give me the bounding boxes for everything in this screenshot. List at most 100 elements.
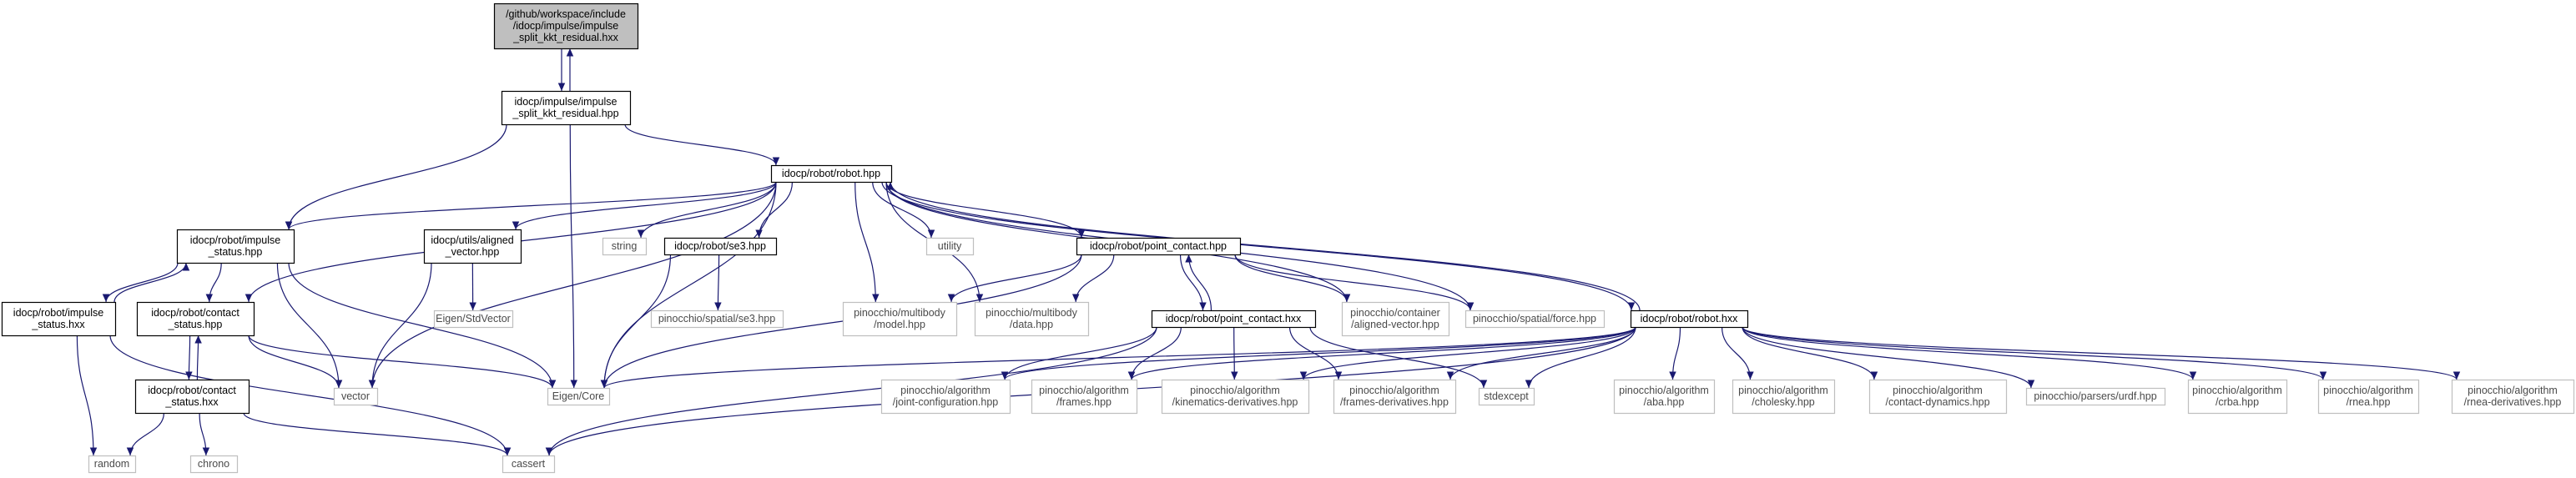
edge-point-contact-hpp-to-point-contact-hxx (1179, 254, 1207, 311)
node-box (2187, 379, 2288, 415)
node-label-line: pinocchio/algorithm (1039, 385, 1129, 396)
file-node-contact-status-hpp[interactable]: idocp/robot/contact_status.hpp (136, 301, 255, 337)
file-node-stdexcept: stdexcept (1478, 387, 1535, 406)
file-node-impulse-status-hpp[interactable]: idocp/robot/impulse_status.hpp (176, 229, 295, 264)
file-node-se3-hpp[interactable]: idocp/robot/se3.hpp (663, 237, 778, 256)
node-label-line: idocp/robot/contact (148, 385, 236, 396)
node-label-line: pinocchio/algorithm (1190, 385, 1280, 396)
node-label-line: pinocchio/multibody (986, 307, 1078, 319)
edge-robot-hpp-to-robot-hxx (881, 181, 1636, 311)
node-box (501, 90, 632, 126)
file-node-robot-hxx[interactable]: idocp/robot/robot.hxx (1630, 309, 1749, 329)
node-box (493, 3, 639, 50)
node-label-line: pinocchio/spatial/se3.hpp (658, 313, 775, 325)
node-box (770, 164, 893, 184)
node-box (1732, 379, 1836, 415)
node-label-line: vector (341, 390, 370, 402)
node-label-line: /kinematics-derivatives.hpp (1172, 396, 1298, 408)
edge-robot-hxx-to-crba (1742, 326, 2197, 380)
node-box (547, 387, 611, 406)
edge-robot-hxx-to-urdf (1742, 326, 2035, 389)
edge-contact-status-hxx-to-random (126, 412, 164, 456)
node-box (1, 301, 117, 337)
node-label-line: _status.hpp (168, 319, 223, 330)
node-label-line: /idocp/impulse/impulse (513, 20, 618, 32)
node-label-line: pinocchio/multibody (854, 307, 946, 319)
node-label-line: random (94, 458, 129, 470)
edge-robot-hpp-to-utility (872, 181, 935, 239)
node-label-line: string (612, 240, 638, 252)
edge-point-contact-hxx-to-frames (1127, 326, 1182, 380)
node-box (1031, 379, 1138, 415)
edge-impulse-status-hxx-to-cassert (109, 335, 512, 456)
file-node-utility: utility (925, 237, 975, 256)
file-nodes: /github/workspace/include/idocp/impulse/… (1, 3, 2575, 474)
edge-impulse-status-hpp-to-vector (276, 262, 343, 389)
node-box (502, 455, 556, 474)
node-box (650, 309, 784, 329)
edge-robot-hpp-to-eigen-core (600, 181, 777, 389)
edge-robot-hpp-to-string (637, 181, 777, 239)
node-box (1151, 309, 1317, 329)
edge-robot-hxx-to-kin-deriv (1299, 326, 1636, 380)
node-box (433, 309, 514, 329)
node-label-line: /cholesky.hpp (1752, 396, 1815, 408)
file-node-contact-status-hxx[interactable]: idocp/robot/contact_status.hxx (134, 379, 250, 415)
edge-impulse-status-hpp-to-impulse-status-hxx (102, 262, 179, 303)
file-node-robot-hpp[interactable]: idocp/robot/robot.hpp (770, 164, 893, 184)
file-node-aligned-vector-hpp[interactable]: idocp/utils/aligned_vector.hpp (423, 229, 522, 264)
file-node-split-hpp[interactable]: idocp/impulse/impulse_split_kkt_residual… (501, 90, 632, 126)
edge-impulse-status-hpp-to-contact-status-hpp (205, 262, 222, 303)
edge-split-hpp-to-eigen-core (569, 123, 578, 389)
file-node-point-contact-hpp[interactable]: idocp/robot/point_contact.hpp (1076, 237, 1242, 256)
edge-point-contact-hpp-to-spatial-force (1234, 254, 1475, 311)
node-box (1630, 309, 1749, 329)
node-label-line: _vector.hpp (445, 246, 500, 258)
node-label-line: /github/workspace/include (506, 8, 626, 20)
node-label-line: pinocchio/algorithm (1738, 385, 1828, 396)
node-box (842, 301, 958, 337)
node-box (2451, 379, 2575, 415)
edge-point-contact-hxx-to-joint-config (1001, 326, 1157, 380)
node-label-line: Eigen/Core (552, 390, 605, 402)
node-box (134, 379, 250, 415)
edge-robot-hxx-to-rnea (1742, 326, 2327, 380)
edge-se3-hpp-to-eigen-core (600, 254, 672, 389)
node-label-line: /rnea-derivatives.hpp (2464, 396, 2562, 408)
edge-point-contact-hxx-to-stdexcept (1309, 326, 1488, 389)
edge-impulse-status-hpp-to-eigen-core (288, 262, 557, 389)
node-label-line: pinocchio/parsers/urdf.hpp (2034, 390, 2156, 402)
file-node-point-contact-hxx[interactable]: idocp/robot/point_contact.hxx (1151, 309, 1317, 329)
edge-robot-hxx-to-robot-hpp (886, 181, 1641, 311)
file-node-chrono: chrono (189, 455, 239, 474)
edge-point-contact-hxx-to-cassert (545, 326, 1157, 456)
node-label-line: pinocchio/algorithm (2192, 385, 2282, 396)
node-label-line: cassert (512, 458, 546, 470)
file-node-container-aligned: pinocchio/container/aligned-vector.hpp (1341, 301, 1450, 337)
node-box (88, 455, 137, 474)
node-label-line: _status.hxx (31, 319, 85, 330)
edge-point-contact-hxx-to-kin-deriv (1230, 326, 1238, 380)
node-box (176, 229, 295, 264)
file-node-cassert: cassert (502, 455, 556, 474)
node-label-line: Eigen/StdVector (436, 313, 511, 325)
node-label-line: pinocchio/algorithm (2323, 385, 2413, 396)
node-box (602, 237, 648, 256)
edge-point-contact-hpp-to-multibody-model (947, 254, 1082, 303)
node-box (925, 237, 975, 256)
file-node-multibody-data: pinocchio/multibody/data.hpp (974, 301, 1090, 337)
edge-robot-hpp-to-aligned-vector-hpp (512, 181, 777, 230)
node-label-line: /model.hpp (874, 319, 925, 330)
edge-impulse-status-hxx-to-random (76, 335, 98, 456)
node-box (2025, 387, 2166, 406)
file-node-frames: pinocchio/algorithm/frames.hpp (1031, 379, 1138, 415)
file-node-rnea-deriv: pinocchio/algorithm/rnea-derivatives.hpp (2451, 379, 2575, 415)
node-box (1333, 379, 1457, 415)
node-box (1868, 379, 2008, 415)
file-node-impulse-status-hxx[interactable]: idocp/robot/impulse_status.hxx (1, 301, 117, 337)
node-label-line: /rnea.hpp (2347, 396, 2391, 408)
file-node-joint-config: pinocchio/algorithm/joint-configuration.… (880, 379, 1011, 415)
file-node-spatial-force: pinocchio/spatial/force.hpp (1464, 309, 1606, 329)
edge-robot-hpp-to-point-contact-hpp (885, 181, 1086, 239)
